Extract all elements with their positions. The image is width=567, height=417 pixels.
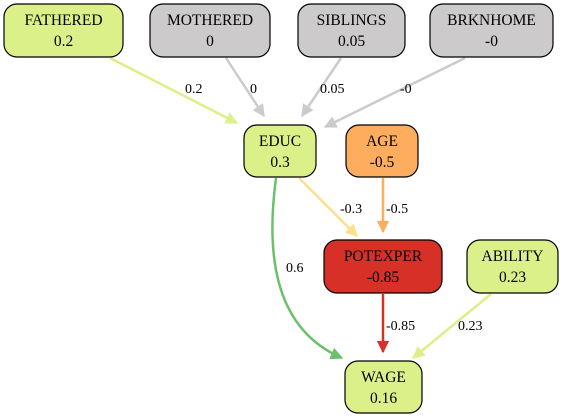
node-name: SIBLINGS bbox=[317, 12, 387, 29]
node-fathered: FATHERED 0.2 bbox=[3, 3, 124, 58]
node-value: 0.2 bbox=[54, 33, 73, 50]
edge-labels-layer: 0.2 0 0.05 -0 -0.3 -0.5 0.6 -0.85 0.23 bbox=[185, 82, 483, 334]
node-name: FATHERED bbox=[24, 12, 102, 29]
node-name: WAGE bbox=[361, 369, 406, 386]
edge-educ-to-wage bbox=[271, 177, 344, 360]
node-box bbox=[429, 3, 554, 58]
node-name: MOTHERED bbox=[167, 12, 253, 29]
edge-label-mothered-to-educ: 0 bbox=[250, 82, 257, 97]
node-value: -0 bbox=[485, 33, 498, 50]
node-value: 0.05 bbox=[338, 33, 365, 50]
edge-label-siblings-to-educ: 0.05 bbox=[320, 82, 345, 97]
node-box bbox=[149, 3, 271, 58]
node-name: POTEXPER bbox=[344, 248, 423, 265]
edge-siblings-to-educ bbox=[300, 57, 343, 118]
node-box bbox=[466, 239, 559, 294]
edge-mothered-to-educ bbox=[224, 57, 266, 118]
node-box bbox=[3, 3, 124, 58]
node-name: AGE bbox=[366, 133, 398, 150]
node-value: 0.16 bbox=[370, 390, 397, 407]
nodes-layer: FATHERED 0.2 MOTHERED 0 SIBLINGS 0.05 BRKNHOME… bbox=[3, 3, 559, 414]
node-value: -0.5 bbox=[370, 154, 395, 171]
node-name: BRKNHOME bbox=[447, 12, 536, 29]
edge-ability-to-wage bbox=[412, 293, 492, 359]
node-mothered: MOTHERED 0 bbox=[149, 3, 271, 58]
node-box bbox=[345, 124, 419, 178]
edge-label-brknhome-to-educ: -0 bbox=[400, 82, 412, 97]
node-brknhome: BRKNHOME -0 bbox=[429, 3, 554, 58]
node-box bbox=[243, 124, 317, 178]
node-box bbox=[344, 360, 423, 414]
edge-label-age-to-potexper: -0.5 bbox=[386, 202, 408, 217]
edges-layer bbox=[109, 56, 492, 360]
edge-label-educ-to-potexper: -0.3 bbox=[340, 202, 362, 217]
node-potexper: POTEXPER -0.85 bbox=[323, 239, 443, 294]
node-value: 0.23 bbox=[499, 269, 526, 286]
node-name: ABILITY bbox=[482, 248, 544, 265]
edge-label-educ-to-wage: 0.6 bbox=[286, 261, 304, 276]
edge-label-ability-to-wage: 0.23 bbox=[458, 319, 483, 334]
edge-educ-to-potexper bbox=[298, 177, 358, 237]
node-siblings: SIBLINGS 0.05 bbox=[297, 3, 406, 58]
node-age: AGE -0.5 bbox=[345, 124, 419, 178]
node-wage: WAGE 0.16 bbox=[344, 360, 423, 414]
node-value: 0 bbox=[206, 33, 214, 50]
edge-brknhome-to-educ bbox=[323, 56, 466, 129]
node-name: EDUC bbox=[259, 133, 301, 150]
node-value: 0.3 bbox=[270, 154, 290, 171]
node-ability: ABILITY 0.23 bbox=[466, 239, 559, 294]
edge-label-potexper-to-wage: -0.85 bbox=[386, 319, 415, 334]
edge-fathered-to-educ bbox=[109, 56, 239, 125]
node-value: -0.85 bbox=[367, 269, 400, 286]
node-educ: EDUC 0.3 bbox=[243, 124, 317, 178]
node-box bbox=[297, 3, 406, 58]
edge-label-fathered-to-educ: 0.2 bbox=[185, 82, 203, 97]
node-box bbox=[323, 239, 443, 294]
